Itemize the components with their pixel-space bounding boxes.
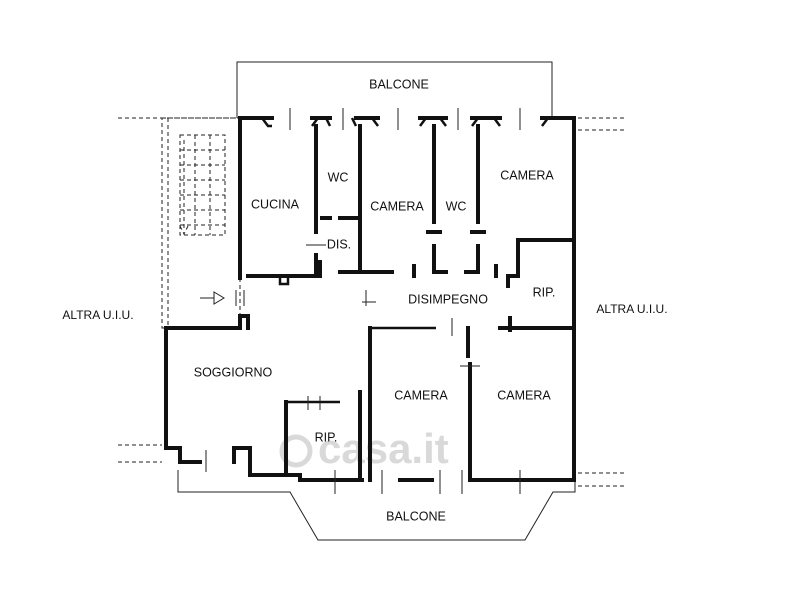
outer-walls: [164, 116, 576, 482]
altra-uiu-left-label: ALTRA U.I.U.: [62, 308, 133, 322]
interior-walls: [238, 124, 576, 482]
rip-2-label: RIP.: [315, 430, 338, 444]
stairwell: [161, 117, 241, 329]
altra-uiu-right-label: ALTRA U.I.U.: [596, 302, 667, 316]
camera-3-label: CAMERA: [394, 388, 448, 402]
balcone-top-label: BALCONE: [369, 77, 429, 91]
watermark: casa.it: [279, 425, 449, 472]
windows-bottom: [205, 396, 521, 494]
watermark-text: casa.it: [318, 425, 449, 472]
rip-1-label: RIP.: [533, 285, 556, 299]
dis-label: DIS.: [327, 237, 351, 251]
windows-top: [261, 108, 549, 130]
entrance-arrow-icon: [200, 290, 245, 306]
soggiorno-label: SOGGIORNO: [194, 365, 273, 379]
disimpegno-label: DISIMPEGNO: [408, 292, 488, 306]
camera-1-label: CAMERA: [370, 199, 424, 213]
wc-2-label: WC: [446, 199, 467, 213]
camera-2-label: CAMERA: [500, 168, 554, 182]
balcone-bottom-label: BALCONE: [386, 509, 446, 523]
cucina-label: CUCINA: [251, 197, 300, 211]
balcony-top: [236, 61, 553, 118]
wc-1-label: WC: [328, 170, 349, 184]
camera-4-label: CAMERA: [497, 388, 551, 402]
balcony-bottom: [177, 470, 576, 541]
watermark-logo-icon: [279, 434, 313, 468]
